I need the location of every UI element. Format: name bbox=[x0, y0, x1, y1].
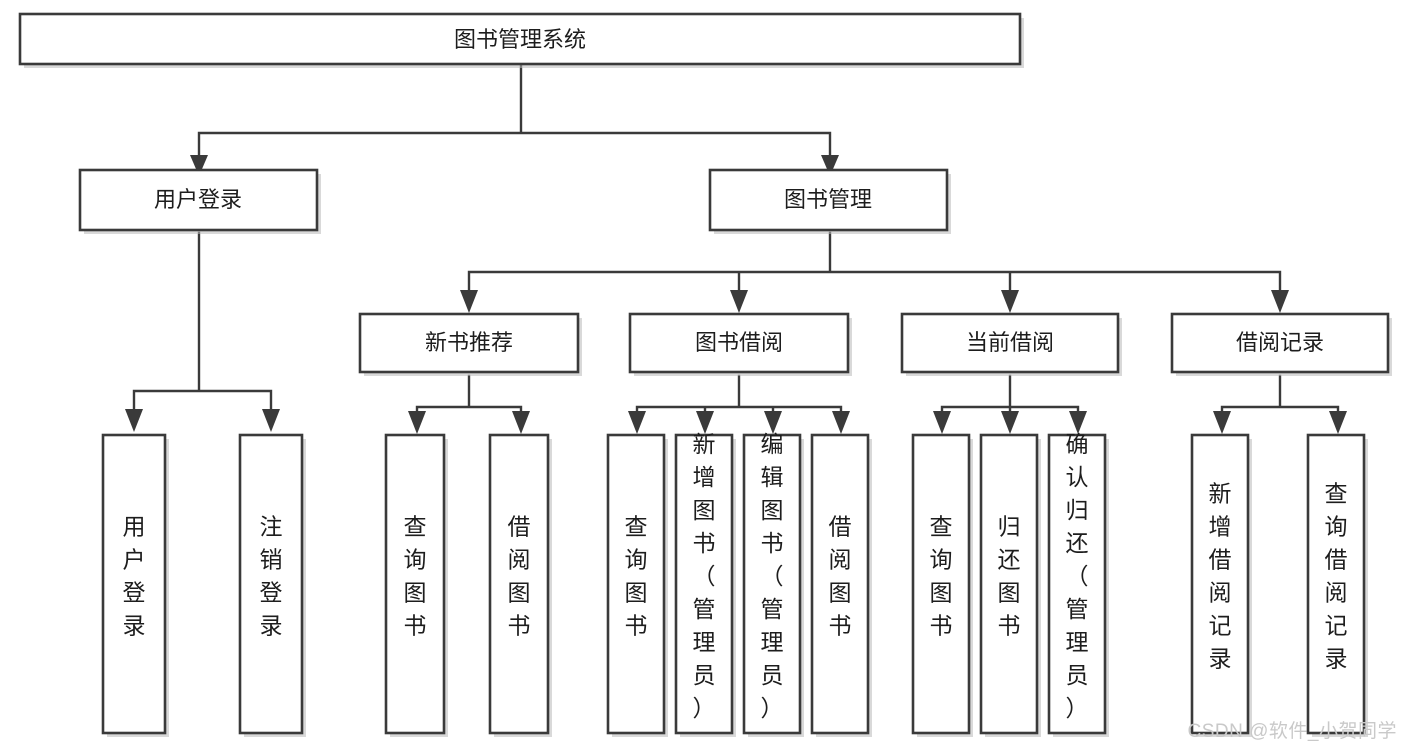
leaf-book-borrow-1-label: 查询图书 bbox=[625, 514, 648, 639]
leaf-book-borrow-1[interactable]: 查询图书 bbox=[606, 433, 668, 737]
leaf-current-borrow-2-label: 归还图书 bbox=[998, 514, 1021, 639]
arrow-newbook-to-leaf-2 bbox=[512, 411, 530, 434]
node-book-manage-box[interactable] bbox=[708, 168, 949, 232]
edge-borrowrecord-bus bbox=[1220, 374, 1340, 418]
node-user-login-box[interactable] bbox=[78, 168, 319, 232]
leaf-user-login-1-box[interactable] bbox=[101, 433, 167, 735]
arrow-root-to-user-login bbox=[190, 155, 208, 176]
leaf-current-borrow-3-label: 确认归还（管理员） bbox=[1066, 431, 1089, 721]
leaf-current-borrow-1[interactable]: 查询图书 bbox=[911, 433, 973, 737]
leaf-book-borrow-3-box[interactable] bbox=[742, 433, 802, 735]
node-borrow-record[interactable]: 借阅记录 bbox=[1170, 312, 1392, 376]
leaf-new-book-1-label: 查询图书 bbox=[404, 514, 427, 639]
node-user-login[interactable]: 用户登录 bbox=[78, 168, 321, 234]
leaf-new-book-1[interactable]: 查询图书 bbox=[384, 433, 448, 737]
arrow-bookborrow-to-leaf-2 bbox=[696, 411, 714, 434]
leaf-borrow-record-2-box[interactable] bbox=[1306, 433, 1366, 735]
node-new-book-recommend[interactable]: 新书推荐 bbox=[358, 312, 582, 376]
edge-bookborrow-bus bbox=[635, 374, 843, 418]
edge-newbook-bus bbox=[415, 374, 523, 418]
arrow-currentborrow-to-leaf-1 bbox=[933, 411, 951, 434]
node-new-book-recommend-label: 新书推荐 bbox=[425, 330, 513, 355]
arrow-borrowrecord-to-leaf-1 bbox=[1213, 411, 1231, 434]
leaf-new-book-1-box[interactable] bbox=[384, 433, 446, 735]
leaf-borrow-record-1-box[interactable] bbox=[1190, 433, 1250, 735]
leaf-borrow-record-1[interactable]: 新增借阅记录 bbox=[1190, 433, 1252, 737]
leaf-book-borrow-2-label: 新增图书（管理员） bbox=[693, 431, 716, 721]
leaf-new-book-2-box[interactable] bbox=[488, 433, 550, 735]
edge-currentborrow-bus bbox=[940, 374, 1080, 418]
arrow-userlogin-to-leaf-2 bbox=[262, 409, 280, 432]
leaf-borrow-record-2[interactable]: 查询借阅记录 bbox=[1306, 433, 1368, 737]
node-book-borrow[interactable]: 图书借阅 bbox=[628, 312, 852, 376]
leaf-user-login-2-label: 注销登录 bbox=[260, 514, 283, 639]
edge-bookmanage-bus bbox=[467, 231, 1282, 297]
leaf-layer: 用户登录 注销登录 查询图书 借阅图书 查询 bbox=[101, 431, 1368, 737]
arrow-bookborrow-to-leaf-4 bbox=[832, 411, 850, 434]
leaf-current-borrow-1-box[interactable] bbox=[911, 433, 971, 735]
arrow-bookmanage-to-newbook bbox=[460, 290, 478, 313]
leaf-book-borrow-4[interactable]: 借阅图书 bbox=[810, 433, 872, 737]
node-book-borrow-box[interactable] bbox=[628, 312, 850, 374]
node-root[interactable]: 图书管理系统 bbox=[18, 12, 1024, 68]
leaf-borrow-record-1-label: 新增借阅记录 bbox=[1209, 481, 1232, 672]
arrow-userlogin-to-leaf-1 bbox=[125, 409, 143, 432]
node-book-manage[interactable]: 图书管理 bbox=[708, 168, 951, 234]
arrow-bookborrow-to-leaf-1 bbox=[628, 411, 646, 434]
leaf-new-book-2-label: 借阅图书 bbox=[508, 514, 531, 639]
leaf-book-borrow-2-box[interactable] bbox=[674, 433, 734, 735]
arrow-bookmanage-to-bookborrow bbox=[730, 290, 748, 313]
csdn-watermark: CSDN @软件_小贺同学 bbox=[1187, 721, 1397, 742]
leaf-book-borrow-4-label: 借阅图书 bbox=[829, 514, 852, 639]
leaf-book-borrow-3[interactable]: 编辑图书（管理员） bbox=[742, 431, 804, 737]
connector-layer bbox=[125, 64, 1347, 434]
leaf-user-login-2-box[interactable] bbox=[238, 433, 304, 735]
arrow-newbook-to-leaf-1 bbox=[408, 411, 426, 434]
node-borrow-record-label: 借阅记录 bbox=[1236, 330, 1324, 355]
arrow-bookmanage-to-borrowrecord bbox=[1271, 290, 1289, 313]
node-current-borrow[interactable]: 当前借阅 bbox=[900, 312, 1122, 376]
leaf-book-borrow-2[interactable]: 新增图书（管理员） bbox=[674, 431, 736, 737]
node-book-manage-label: 图书管理 bbox=[784, 187, 872, 212]
arrow-borrowrecord-to-leaf-2 bbox=[1329, 411, 1347, 434]
leaf-current-borrow-3[interactable]: 确认归还（管理员） bbox=[1047, 431, 1109, 737]
leaf-book-borrow-3-label: 编辑图书（管理员） bbox=[761, 431, 784, 721]
arrow-currentborrow-to-leaf-3 bbox=[1069, 411, 1087, 434]
arrow-bookmanage-to-currentborrow bbox=[1001, 290, 1019, 313]
arrow-currentborrow-to-leaf-2 bbox=[1001, 411, 1019, 434]
leaf-current-borrow-2[interactable]: 归还图书 bbox=[979, 433, 1041, 737]
edge-userlogin-bus bbox=[132, 231, 273, 416]
node-root-label: 图书管理系统 bbox=[454, 27, 586, 52]
node-book-borrow-label: 图书借阅 bbox=[695, 330, 783, 355]
node-root-box[interactable] bbox=[18, 12, 1022, 66]
leaf-book-borrow-1-box[interactable] bbox=[606, 433, 666, 735]
arrow-bookborrow-to-leaf-3 bbox=[764, 411, 782, 434]
node-user-login-label: 用户登录 bbox=[154, 187, 242, 212]
arrow-root-to-book-manage bbox=[821, 155, 839, 176]
node-current-borrow-label: 当前借阅 bbox=[966, 330, 1054, 355]
leaf-current-borrow-1-label: 查询图书 bbox=[930, 514, 953, 639]
leaf-user-login-1-label: 用户登录 bbox=[123, 514, 146, 639]
leaf-current-borrow-2-box[interactable] bbox=[979, 433, 1039, 735]
node-borrow-record-box[interactable] bbox=[1170, 312, 1390, 374]
leaf-book-borrow-4-box[interactable] bbox=[810, 433, 870, 735]
leaf-current-borrow-3-box[interactable] bbox=[1047, 433, 1107, 735]
leaf-user-login-1[interactable]: 用户登录 bbox=[101, 433, 169, 737]
node-current-borrow-box[interactable] bbox=[900, 312, 1120, 374]
node-new-book-recommend-box[interactable] bbox=[358, 312, 580, 374]
leaf-user-login-2[interactable]: 注销登录 bbox=[238, 433, 306, 737]
edge-root-bus bbox=[197, 64, 832, 162]
leaf-new-book-2[interactable]: 借阅图书 bbox=[488, 433, 552, 737]
leaf-borrow-record-2-label: 查询借阅记录 bbox=[1325, 481, 1348, 672]
